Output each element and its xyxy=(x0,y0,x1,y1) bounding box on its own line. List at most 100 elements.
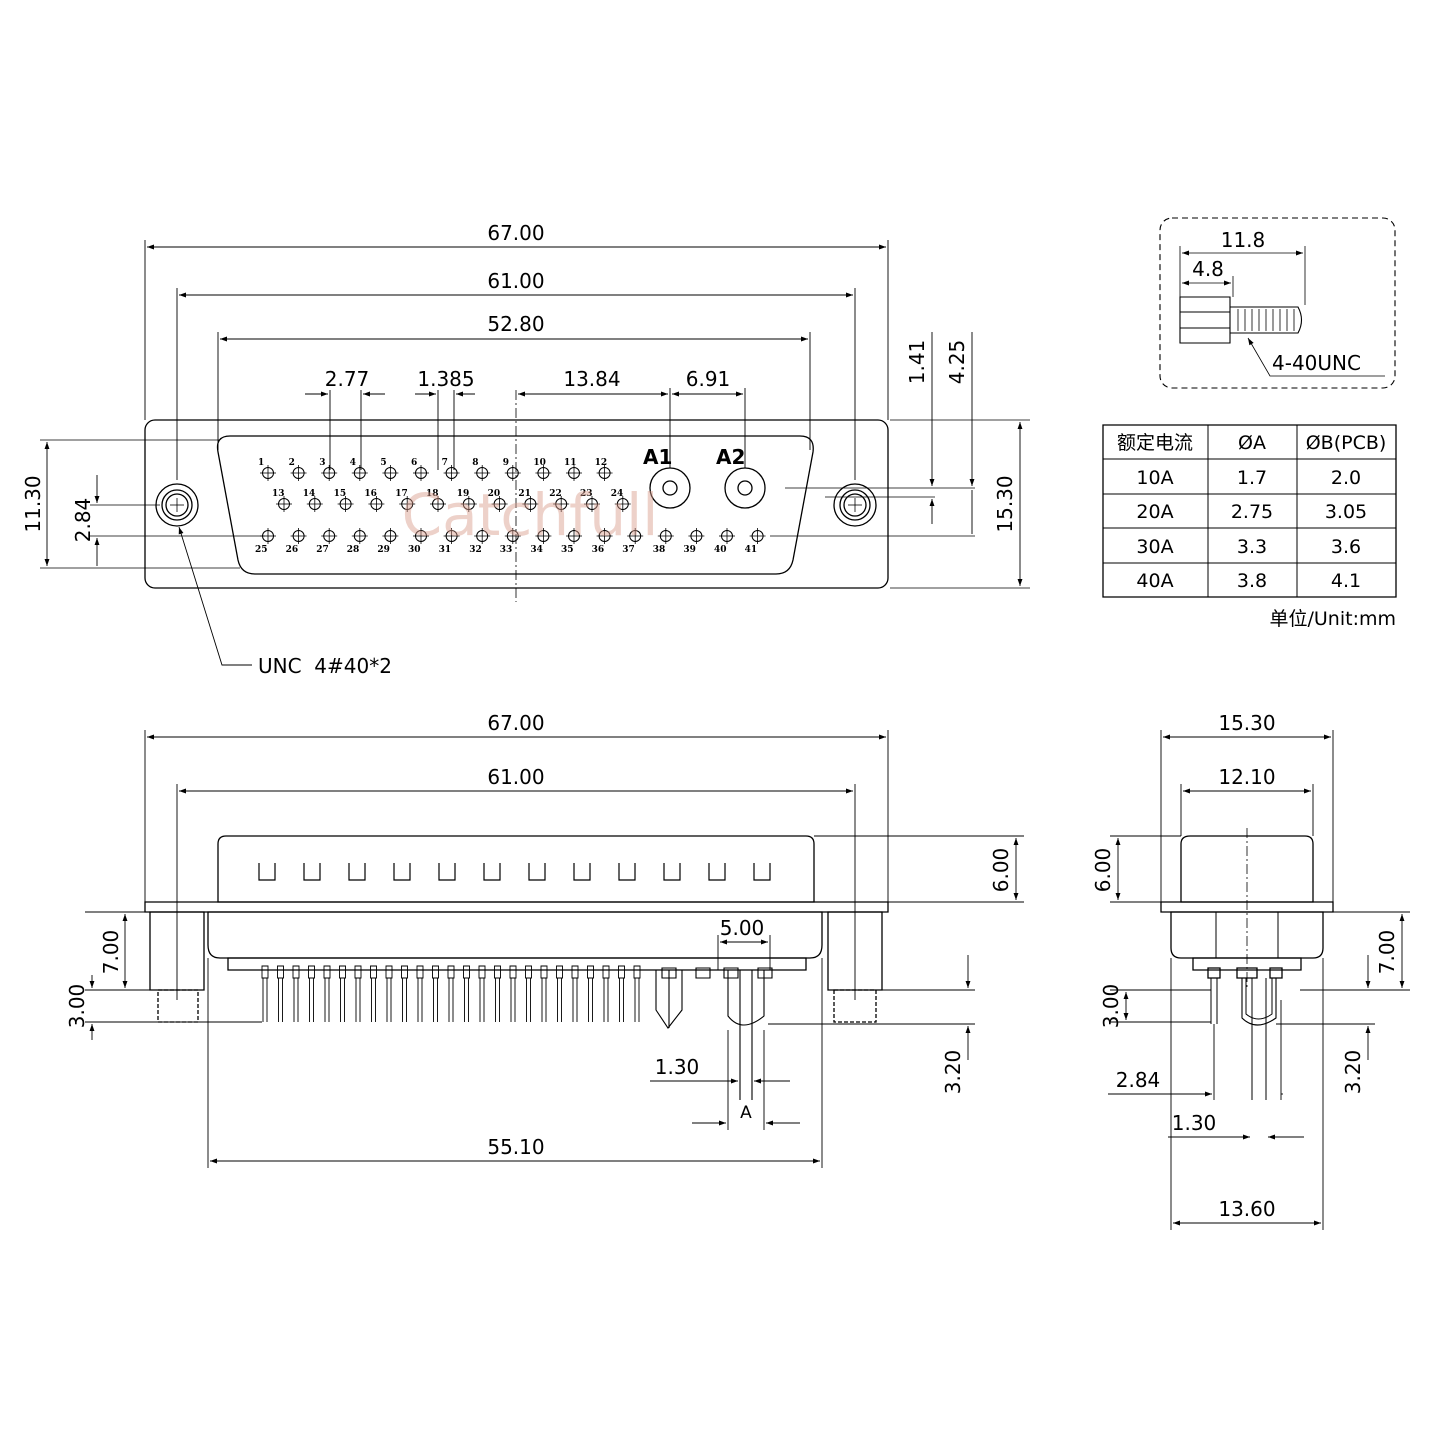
dim-center-a1: 13.84 xyxy=(563,367,620,391)
end-dim-body-height: 7.00 xyxy=(1375,930,1399,975)
signal-pin: 19 xyxy=(457,489,477,512)
pin-label: 41 xyxy=(745,545,758,555)
pcb-pin xyxy=(526,966,532,1022)
side-dim-hole-label: A xyxy=(740,1103,752,1123)
end-dim-flange-width: 15.30 xyxy=(1218,711,1275,735)
side-dim-power-length: 3.20 xyxy=(941,1050,965,1095)
pin-label: 37 xyxy=(622,545,635,555)
pin-label: 6 xyxy=(411,458,417,468)
pin-label: 40 xyxy=(714,545,727,555)
shell-window xyxy=(349,863,365,880)
pin-label: 27 xyxy=(316,545,329,555)
dim-top-offset-1: 1.41 xyxy=(905,340,929,385)
signal-pin: 4 xyxy=(350,458,368,481)
signal-pin: 22 xyxy=(549,489,569,512)
pin-label: 15 xyxy=(334,489,347,499)
pin-label: 34 xyxy=(530,545,543,555)
signal-pin: 13 xyxy=(272,489,292,512)
side-pcb-pins xyxy=(262,966,640,1022)
signal-pin: 28 xyxy=(347,528,368,555)
signal-pin: 32 xyxy=(469,528,490,555)
pcb-pin xyxy=(309,966,315,1022)
pin-label: 28 xyxy=(347,545,360,555)
table-cell: 3.05 xyxy=(1325,501,1367,523)
signal-pin: 37 xyxy=(622,528,643,555)
pcb-pin xyxy=(588,966,594,1022)
pin-label: 5 xyxy=(380,458,386,468)
side-body xyxy=(208,912,822,958)
pin-label: 1 xyxy=(258,458,264,468)
shell-window xyxy=(394,863,410,880)
signal-pin: 16 xyxy=(364,489,384,512)
end-dim-row-offset: 2.84 xyxy=(1116,1068,1161,1092)
end-dim-foot-width: 13.60 xyxy=(1218,1197,1275,1221)
pin-label: 24 xyxy=(611,489,624,499)
dim-shell-height: 11.30 xyxy=(21,475,45,532)
shell-window xyxy=(574,863,590,880)
end-dim-shell-width: 12.10 xyxy=(1218,765,1275,789)
pcb-pin xyxy=(433,966,439,1022)
table-row: 10A 1.7 2.0 xyxy=(1136,467,1361,489)
pin-label: 13 xyxy=(272,489,285,499)
signal-pin: 6 xyxy=(411,458,429,481)
dim-top-offset-2: 4.25 xyxy=(945,340,969,385)
shell-window xyxy=(484,863,500,880)
pcb-pin xyxy=(278,966,284,1022)
screw-hex-head xyxy=(1180,297,1230,343)
shell-window xyxy=(439,863,455,880)
signal-pin: 35 xyxy=(561,528,582,555)
side-flange xyxy=(145,902,888,912)
table-cell: 30A xyxy=(1136,536,1173,558)
pcb-pin xyxy=(510,966,516,1022)
signal-pin: 1 xyxy=(258,458,276,481)
dim-overall-width: 67.00 xyxy=(487,221,544,245)
pcb-pin xyxy=(448,966,454,1022)
shell-window xyxy=(259,863,275,880)
pcb-pin xyxy=(355,966,361,1022)
signal-pin: 29 xyxy=(377,528,398,555)
end-dim-power-length: 3.20 xyxy=(1341,1050,1365,1095)
left-mount-hole xyxy=(156,484,198,526)
signal-pin: 5 xyxy=(380,458,398,481)
screw-thread-note: 4-40UNC xyxy=(1272,351,1361,375)
table-row: 30A 3.3 3.6 xyxy=(1136,536,1361,558)
signal-pin: 27 xyxy=(316,528,337,555)
dim-hole-offset: 2.84 xyxy=(71,498,95,543)
table-cell: 4.1 xyxy=(1331,570,1361,592)
pcb-pin xyxy=(572,966,578,1022)
pin-label: 26 xyxy=(286,545,299,555)
end-dimensions xyxy=(1108,730,1410,1230)
pcb-pin xyxy=(293,966,299,1022)
front-flange xyxy=(145,420,888,588)
pin-label: 38 xyxy=(653,545,666,555)
front-dimensions xyxy=(44,240,1023,665)
screw-detail-frame xyxy=(1160,218,1395,388)
signal-pin: 17 xyxy=(395,489,415,512)
side-dimension-labels: 67.00 61.00 6.00 7.00 3.00 5.00 3.20 1.3… xyxy=(65,711,1013,1159)
signal-pin: 38 xyxy=(653,528,674,555)
signal-pin: 8 xyxy=(472,458,490,481)
signal-pin: 34 xyxy=(530,528,551,555)
pin-label: 16 xyxy=(364,489,377,499)
pin-label: 20 xyxy=(488,489,501,499)
pcb-pin xyxy=(479,966,485,1022)
shell-window xyxy=(619,863,635,880)
signal-pin: 24 xyxy=(611,489,631,512)
dim-mount-pitch: 61.00 xyxy=(487,269,544,293)
pcb-pin xyxy=(495,966,501,1022)
table-cell: 20A xyxy=(1136,501,1173,523)
pcb-pin xyxy=(541,966,547,1022)
pin-label: 32 xyxy=(469,545,482,555)
screw-head-length: 4.8 xyxy=(1192,257,1224,281)
table-cell: 2.0 xyxy=(1331,467,1361,489)
signal-pin: 12 xyxy=(595,458,613,481)
side-shell-windows xyxy=(259,863,770,880)
table-cell: 10A xyxy=(1136,467,1173,489)
end-body xyxy=(1171,912,1323,958)
pin-label: 35 xyxy=(561,545,574,555)
table-header-a: ØA xyxy=(1238,432,1266,454)
table-cell: 3.6 xyxy=(1331,536,1361,558)
pin-label: 21 xyxy=(518,489,531,499)
mount-thread-note: UNC 4#40*2 xyxy=(258,654,392,678)
pin-label: 8 xyxy=(472,458,478,468)
